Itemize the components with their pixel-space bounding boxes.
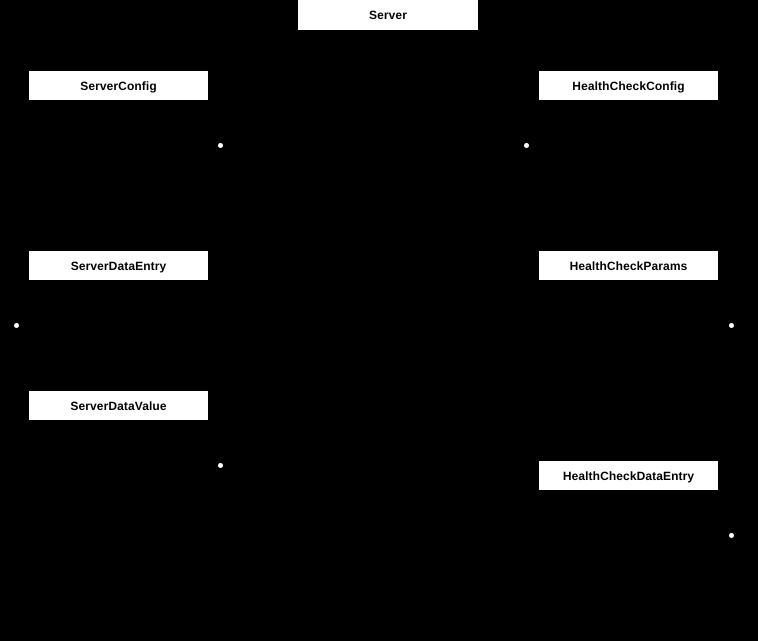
class-node-label: HealthCheckParams bbox=[569, 258, 688, 273]
class-node-label: HealthCheckDataEntry bbox=[562, 468, 695, 483]
edge-marker-dot bbox=[729, 533, 734, 538]
class-node-label: ServerConfig bbox=[80, 78, 157, 93]
class-node-health-check-data-entry[interactable]: HealthCheckDataEntry bbox=[539, 461, 718, 490]
edge-marker-dot bbox=[524, 143, 529, 148]
class-node-server[interactable]: Server bbox=[298, 0, 478, 30]
class-node-server-config[interactable]: ServerConfig bbox=[29, 71, 208, 100]
edge-marker-dot bbox=[14, 323, 19, 328]
edge-marker-dot bbox=[218, 463, 223, 468]
class-node-server-data-entry[interactable]: ServerDataEntry bbox=[29, 251, 208, 280]
class-node-label: Server bbox=[369, 8, 407, 22]
class-node-health-check-params[interactable]: HealthCheckParams bbox=[539, 251, 718, 280]
edge-marker-dot bbox=[729, 323, 734, 328]
class-node-label: ServerDataValue bbox=[70, 398, 167, 413]
class-node-health-check-config[interactable]: HealthCheckConfig bbox=[539, 71, 718, 100]
edge-marker-dot bbox=[218, 143, 223, 148]
class-node-server-data-value[interactable]: ServerDataValue bbox=[29, 391, 208, 420]
class-node-label: ServerDataEntry bbox=[70, 258, 167, 273]
class-node-label: HealthCheckConfig bbox=[572, 78, 685, 93]
